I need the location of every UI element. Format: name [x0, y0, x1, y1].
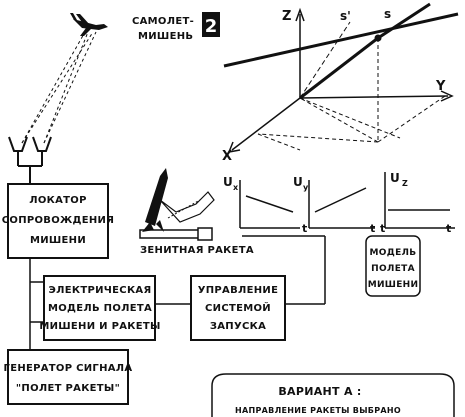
- launch-control-box: [190, 275, 286, 341]
- s-prime-label: s': [340, 9, 351, 23]
- locator-label-line3: МИШЕНИ: [30, 235, 86, 246]
- graph-uy-axis: U: [293, 175, 303, 189]
- variant-note-box: [211, 373, 455, 417]
- graph-uz-axis: U: [390, 171, 400, 185]
- variant-text: НАПРАВЛЕНИЕ РАКЕТЫ ВЫБРАНО: [235, 406, 401, 415]
- radar-beams: [21, 31, 97, 144]
- target-plane-label-line2: МИШЕНЬ: [138, 31, 193, 42]
- model-label-line3: МИШЕНИ И РАКЕТЫ: [39, 321, 160, 332]
- variant-title: ВАРИАНТ А :: [278, 385, 361, 398]
- graph-uy: [308, 180, 375, 229]
- graph-uz-sub: Z: [402, 179, 408, 188]
- locator-label-line1: ЛОКАТОР: [29, 195, 86, 206]
- antenna-icon: [8, 136, 52, 184]
- locator-label-line2: СОПРОВОЖДЕНИЯ: [2, 215, 114, 226]
- intercept-point: [374, 34, 382, 42]
- axis-y-label: Y: [435, 79, 446, 94]
- coordinate-diagram: [223, 2, 459, 153]
- model-box: [43, 275, 156, 341]
- target-model-line3: МИШЕНИ: [368, 280, 419, 290]
- s-label: s: [384, 7, 391, 21]
- generator-box: [7, 349, 129, 405]
- graph-uy-t: t: [370, 222, 375, 235]
- control-label-line3: ЗАПУСКА: [210, 321, 266, 332]
- figure-number-badge: [202, 12, 220, 37]
- control-label-line1: УПРАВЛЕНИЕ: [198, 285, 278, 296]
- graph-uz-t: t: [380, 222, 385, 235]
- target-model-line2: ПОЛЕТА: [371, 264, 415, 274]
- target-model-line1: МОДЕЛЬ: [370, 248, 417, 258]
- axis-z-label: Z: [282, 9, 291, 24]
- target-aircraft-icon: [70, 13, 108, 36]
- graph-ux-axis: U: [223, 175, 233, 189]
- locator-box: [7, 183, 109, 259]
- control-label-line2: СИСТЕМОЙ: [205, 301, 271, 314]
- target-model-callout: [365, 235, 421, 297]
- graph-ux-t: t: [302, 222, 307, 235]
- target-plane-label: САМОЛЕТ- МИШЕНЬ: [132, 16, 194, 42]
- figure-number: 2: [205, 16, 218, 37]
- axis-x-label: X: [222, 149, 232, 164]
- rocket-label: ЗЕНИТНАЯ РАКЕТА: [140, 245, 254, 256]
- connection-lines: [29, 235, 326, 350]
- model-label-line1: ЭЛЕКТРИЧЕСКАЯ: [49, 285, 152, 296]
- generator-label-line2: "ПОЛЕТ РАКЕТЫ": [16, 383, 120, 394]
- target-plane-label-line1: САМОЛЕТ-: [132, 16, 194, 27]
- graph-uz: [384, 172, 455, 229]
- generator-label-line1: ГЕНЕРАТОР СИГНАЛА: [4, 363, 133, 374]
- graph-extra-t: t: [446, 222, 451, 235]
- graph-ux: [239, 180, 300, 229]
- model-label-line2: МОДЕЛЬ ПОЛЕТА: [48, 303, 152, 314]
- graph-ux-sub: x: [233, 183, 239, 192]
- rocket-icon: [139, 168, 215, 241]
- graph-uy-sub: y: [303, 183, 309, 192]
